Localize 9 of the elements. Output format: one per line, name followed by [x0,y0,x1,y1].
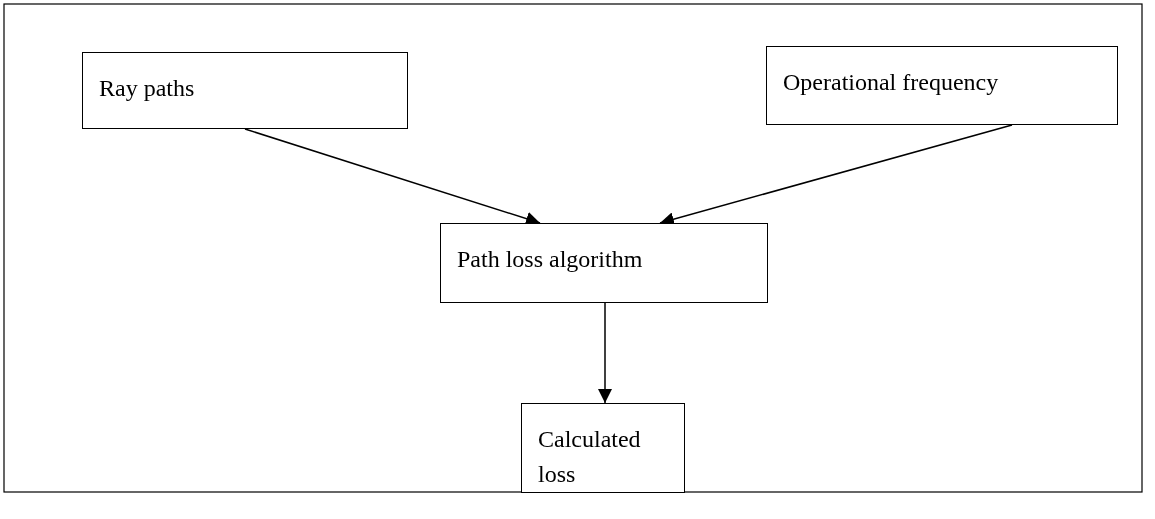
process-box [440,223,768,303]
process-box [82,52,408,129]
arrow [598,302,612,404]
process-box [521,403,685,493]
box-label: Calculated loss [538,425,642,489]
box-label: Operational frequency [783,68,1000,97]
process-box [766,46,1118,125]
box-label: Ray paths [99,74,196,103]
box-label: Path loss algorithm [457,245,644,274]
